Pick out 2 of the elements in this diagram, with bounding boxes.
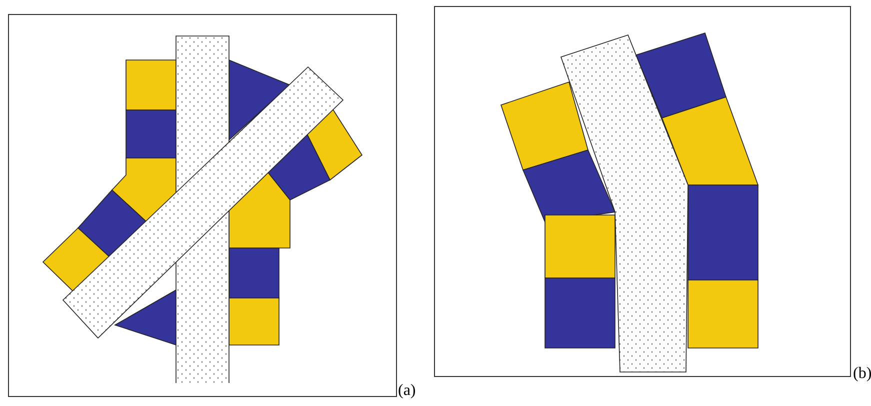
- panel-label: (b): [853, 366, 871, 382]
- panel-label: (a): [398, 383, 416, 399]
